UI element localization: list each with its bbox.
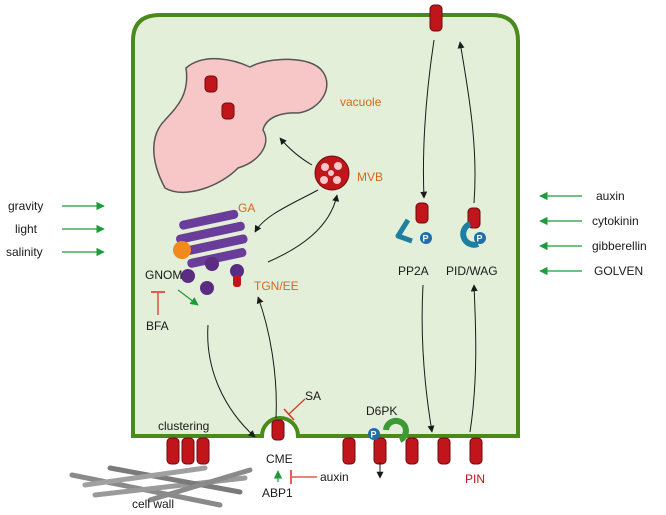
vacuole-pin-1	[204, 75, 218, 93]
right-signal-label: cytokinin	[592, 214, 639, 228]
endocytosis-arrow	[256, 296, 277, 419]
cell-wall-label: cell wall	[132, 497, 174, 511]
apical-to-pp2a-arrow	[420, 39, 435, 199]
vacuole	[153, 57, 328, 193]
apical-pin	[429, 4, 443, 32]
pp2a-label: PP2A	[398, 264, 429, 278]
left-signal-label: light	[15, 222, 38, 236]
membrane-pin	[437, 437, 451, 465]
mvb-to-golgi-arrow	[254, 189, 319, 233]
tgn-pin-cargo	[233, 275, 241, 287]
d6pk-phosphate-label: P	[371, 430, 377, 440]
pp2a-phosphate-label: P	[423, 234, 429, 244]
basal-to-pid-arrow	[469, 284, 478, 433]
membrane-pin	[373, 437, 387, 465]
mvb-vesicle	[333, 176, 341, 184]
mvb-to-vacuole-arrow	[279, 137, 313, 166]
golgi-apparatus	[176, 209, 248, 268]
bfa-label: BFA	[146, 319, 169, 333]
tgn-vesicle	[205, 257, 219, 271]
tgn-ee-label: TGN/EE	[254, 279, 299, 293]
membrane-pin	[342, 437, 356, 465]
auxin-cme-label: auxin	[320, 470, 349, 484]
ga-label: GA	[238, 201, 255, 215]
exocytosis-arrow	[207, 324, 256, 438]
gnom-activation-arrow	[177, 289, 199, 306]
pid-wag-pin	[467, 207, 481, 229]
vacuole-label: vacuole	[340, 95, 382, 109]
left-signal-label: gravity	[8, 199, 43, 213]
right-signal-label: auxin	[596, 189, 625, 203]
mvb-vesicle	[334, 162, 342, 170]
tgn-vesicle	[230, 264, 244, 278]
cell-wall-fibers	[69, 465, 253, 508]
mvb-vesicle	[321, 163, 329, 171]
pp2a-phosphate	[420, 232, 432, 244]
membrane-pin	[405, 437, 419, 465]
sa-label: SA	[305, 389, 321, 403]
left-signals: gravity light salinity	[6, 199, 105, 259]
pp2a-phosphatase	[395, 218, 413, 244]
pid-wag-kinase	[460, 221, 480, 248]
pid-wag-label: PID/WAG	[446, 264, 498, 278]
pp2a-to-basal-arrow	[421, 284, 435, 433]
gnom-protein	[173, 241, 191, 259]
mvb-vesicle	[328, 170, 334, 176]
abp1-label: ABP1	[262, 486, 293, 500]
clustered-pin	[166, 437, 180, 465]
right-signal-label: GOLVEN	[594, 264, 643, 278]
d6pk-kinase	[383, 417, 409, 443]
left-signal-label: salinity	[6, 245, 43, 259]
clustered-pin	[181, 437, 195, 465]
right-signal-label: gibberellin	[592, 239, 647, 253]
clustering-label: clustering	[158, 419, 209, 433]
pid-wag-phosphate-label: P	[477, 234, 483, 244]
vacuole-pin-2	[221, 102, 235, 120]
pid-to-apical-arrow	[457, 41, 476, 204]
cme-pin	[271, 419, 285, 441]
mvb-vesicle	[320, 176, 328, 184]
sa-inhibition-bar	[283, 408, 295, 421]
cme-label: CME	[266, 452, 293, 466]
right-signals: auxin cytokinin gibberellin GOLVEN	[539, 189, 647, 278]
tgn-vesicle	[181, 269, 195, 283]
clustered-pin	[196, 437, 210, 465]
d6pk-phosphate	[368, 428, 380, 440]
pp2a-pin	[415, 202, 429, 224]
membrane-pin	[469, 437, 483, 465]
tgn-vesicle	[200, 281, 214, 295]
d6pk-label: D6PK	[366, 404, 397, 418]
mvb-label: MVB	[357, 170, 383, 184]
pin-label: PIN	[465, 472, 485, 486]
tgn-to-mvb-arrow	[267, 194, 340, 263]
gnom-label: GNOM	[145, 268, 182, 282]
pid-wag-phosphate	[474, 232, 486, 244]
sa-inhibition-stem	[288, 398, 306, 415]
